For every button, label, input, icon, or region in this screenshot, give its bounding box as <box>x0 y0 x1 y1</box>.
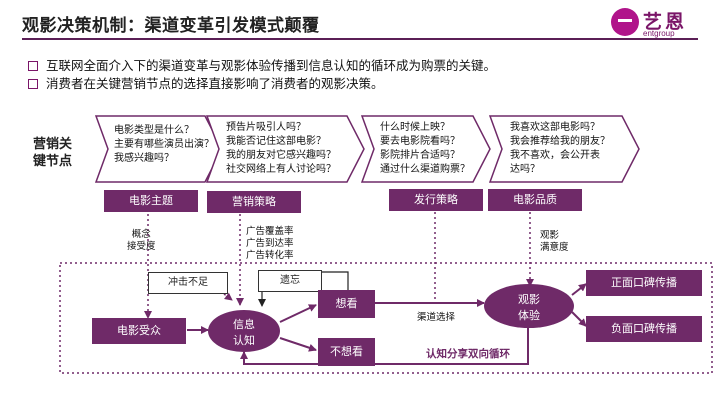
info-cognition-node: 信息 认知 <box>208 310 280 352</box>
stage-chevron-4 <box>488 115 640 183</box>
stage-chevron-3 <box>360 115 491 183</box>
logo-icon <box>611 8 639 36</box>
experience-node: 观影 体验 <box>484 284 574 328</box>
satisfaction-label: 观影 满意度 <box>540 230 569 253</box>
logo: 艺恩 entgroup <box>611 6 707 40</box>
stage-tag-film-theme: 电影主题 <box>104 190 198 212</box>
stage-chevron-2 <box>205 115 365 183</box>
ad-metrics-label: 广告覆盖率 广告到达率 广告转化率 <box>246 226 294 261</box>
marketing-nodes-label: 营销关 键节点 <box>33 137 73 169</box>
bullet-square-icon <box>28 61 38 71</box>
bullet-item: 消费者在关键营销节点的选择直接影响了消费者的观影决策。 <box>28 75 496 93</box>
loop-label: 认知分享双向循环 <box>426 348 510 360</box>
stage-3-questions: 什么时候上映？ 要去电影院看吗？ 影院排片合适吗？ 通过什么渠道购票？ <box>380 122 470 175</box>
want-to-watch-box: 想看 <box>318 290 375 318</box>
stage-tag-distribution: 发行策略 <box>389 189 483 211</box>
stage-tag-quality: 电影品质 <box>488 189 582 211</box>
not-want-box: 不想看 <box>318 338 375 366</box>
loop-frame <box>59 262 713 374</box>
bullet-item: 互联网全面介入下的渠道变革与观影体验传播到信息认知的循环成为购票的关键。 <box>28 57 496 75</box>
forget-box: 遗忘 <box>258 270 322 292</box>
stage-tag-marketing: 营销策略 <box>207 191 301 213</box>
stage-2-questions: 预告片吸引人吗？ 我能否记住这部电影？ 我的朋友对它感兴趣吗？ 社交网络上有人讨… <box>226 122 336 175</box>
stage-chevron-1 <box>94 115 223 183</box>
positive-wom-box: 正面口碑传播 <box>586 270 702 296</box>
negative-wom-box: 负面口碑传播 <box>586 316 702 342</box>
bullet-square-icon <box>28 79 38 89</box>
page-title: 观影决策机制：渠道变革引发模式颠覆 <box>22 16 320 36</box>
concept-acceptance-label: 概念 接受度 <box>127 229 156 252</box>
stage-1-questions: 电影类型是什么？ 主要有哪些演员出演？ 我感兴趣吗？ <box>114 125 214 164</box>
stage-4-questions: 我喜欢这部电影吗？ 我会推荐给我的朋友？ 我不喜欢，会公开表 达吗？ <box>510 122 610 175</box>
bullet-list: 互联网全面介入下的渠道变革与观影体验传播到信息认知的循环成为购票的关键。 消费者… <box>28 57 496 93</box>
impact-insufficient-box: 冲击不足 <box>148 272 228 294</box>
title-divider <box>22 38 698 40</box>
audience-box: 电影受众 <box>92 318 186 344</box>
logo-sub: entgroup <box>643 29 675 38</box>
logo-name: 艺恩 <box>643 11 688 33</box>
channel-choice-label: 渠道选择 <box>417 312 456 323</box>
